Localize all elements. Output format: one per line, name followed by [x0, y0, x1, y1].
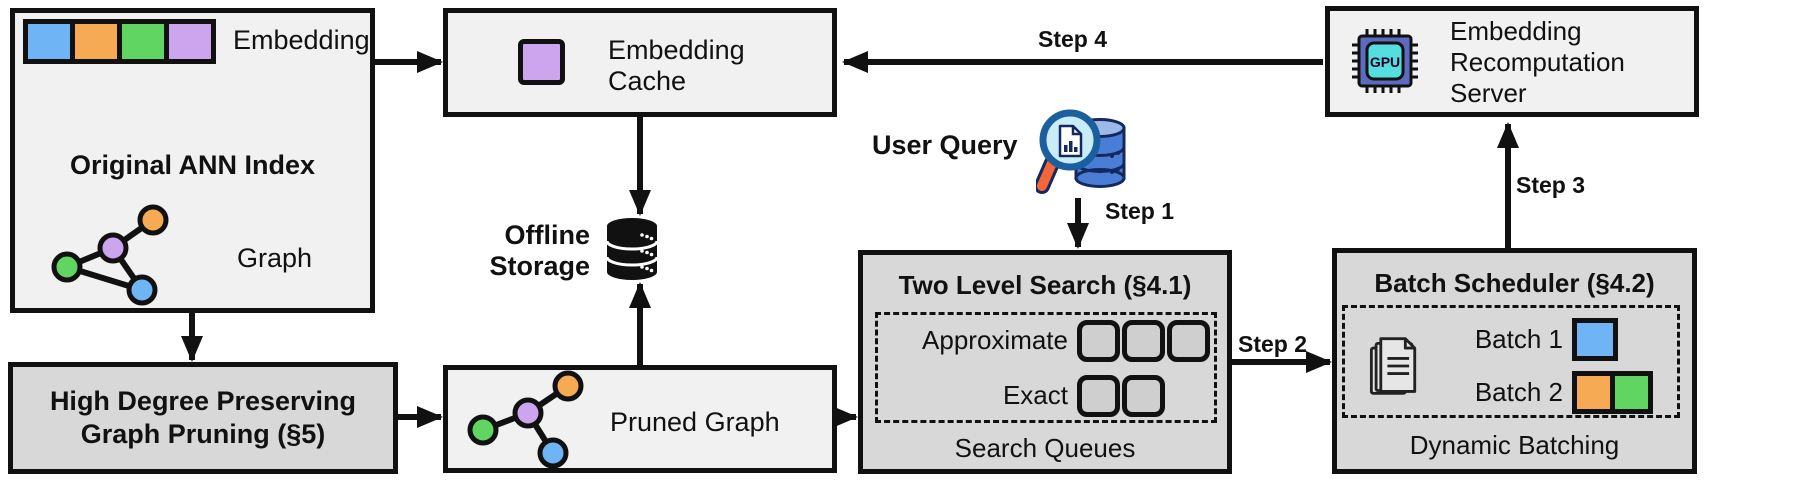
offline-storage-line1: Offline: [504, 220, 591, 250]
dynamic-batching-panel: [1342, 305, 1680, 418]
embedding-cache-box: Embedding Cache: [443, 8, 837, 117]
queue-slot: [1167, 320, 1210, 362]
original-ann-index-box: Embedding Original ANN Index Graph: [10, 8, 375, 313]
offline-storage-label: Offline Storage: [455, 220, 590, 282]
queue-slot: [1077, 320, 1120, 362]
pruned-node-green: [467, 414, 499, 446]
embedding-cell-blue: [23, 19, 75, 64]
pruned-graph-icon: [467, 370, 584, 469]
gpu-icon: GPU: [1352, 29, 1418, 93]
batch-scheduler-title: Batch Scheduler (§4.2): [1374, 268, 1655, 298]
queue-slot: [1122, 320, 1165, 362]
server-label-line2: Recomputation: [1450, 47, 1625, 77]
query-search-icon: [1036, 109, 1126, 194]
graph-node-green: [51, 251, 83, 283]
approximate-level-label: Approximate: [922, 325, 1068, 355]
graph-label: Graph: [237, 243, 313, 273]
server-label-line1: Embedding: [1450, 16, 1582, 46]
graph-node-blue: [126, 274, 158, 306]
batch2-label: Batch 2: [1474, 377, 1563, 407]
graph-pruning-title-line2: Graph Pruning (§5): [80, 419, 326, 449]
step1-label: Step 1: [1105, 198, 1175, 224]
recompute-server-box: GPU Embedding Recomputation Server: [1325, 6, 1699, 117]
two-level-search-box: Two Level Search (§4.1) Approximate Exac…: [858, 250, 1232, 474]
embedding-label: Embedding: [233, 25, 370, 55]
batch2-square-orange: [1572, 371, 1615, 414]
graph-node-orange: [137, 204, 169, 236]
batch2-square-green: [1610, 371, 1653, 414]
search-queues-caption: Search Queues: [954, 433, 1136, 463]
graph-icon: [51, 204, 169, 306]
graph-pruning-title-line1: High Degree Preserving: [49, 386, 357, 416]
pruned-node-purple: [512, 397, 544, 429]
server-label-line3: Server: [1450, 78, 1527, 108]
embedding-cell-orange: [70, 19, 122, 64]
database-icon: [605, 218, 659, 280]
step4-label: Step 4: [1038, 26, 1108, 52]
pruned-node-orange: [552, 370, 584, 402]
embedding-cache-label-line1: Embedding: [608, 35, 745, 65]
cached-embedding-icon: [518, 39, 565, 85]
pruned-node-blue: [537, 437, 569, 469]
batch1-label: Batch 1: [1474, 324, 1563, 354]
two-level-search-title: Two Level Search (§4.1): [898, 270, 1192, 300]
graph-node-purple: [97, 232, 129, 264]
exact-queue-slots: [1077, 375, 1165, 417]
user-query-label: User Query: [872, 130, 1018, 160]
embedding-cell-purple: [164, 19, 216, 64]
search-queues-panel: [875, 312, 1217, 423]
step2-label: Step 2: [1238, 331, 1308, 357]
queue-slot: [1122, 375, 1165, 417]
embedding-strip-icon: [23, 19, 216, 64]
exact-level-label: Exact: [1002, 380, 1068, 410]
batch2-color-squares: [1572, 371, 1653, 414]
original-ann-index-title: Original ANN Index: [69, 150, 316, 180]
embedding-cache-label-line2: Cache: [608, 66, 687, 96]
approximate-queue-slots: [1077, 320, 1210, 362]
pruned-graph-label: Pruned Graph: [610, 407, 780, 437]
gpu-chip-label: GPU: [1370, 54, 1400, 70]
magnifier-handle: [1037, 158, 1057, 191]
pruned-graph-box: Pruned Graph: [443, 365, 837, 473]
offline-storage-line2: Storage: [489, 251, 590, 281]
dynamic-batching-caption: Dynamic Batching: [1409, 430, 1620, 460]
documents-icon: [1369, 337, 1417, 395]
graph-pruning-box: High Degree Preserving Graph Pruning (§5…: [8, 362, 398, 474]
embedding-cell-green: [117, 19, 169, 64]
queue-slot: [1077, 375, 1120, 417]
step3-label: Step 3: [1516, 172, 1586, 198]
batch-scheduler-box: Batch Scheduler (§4.2) Batch 1 Batch 2 D…: [1332, 248, 1697, 474]
batch1-color-square: [1572, 318, 1618, 361]
